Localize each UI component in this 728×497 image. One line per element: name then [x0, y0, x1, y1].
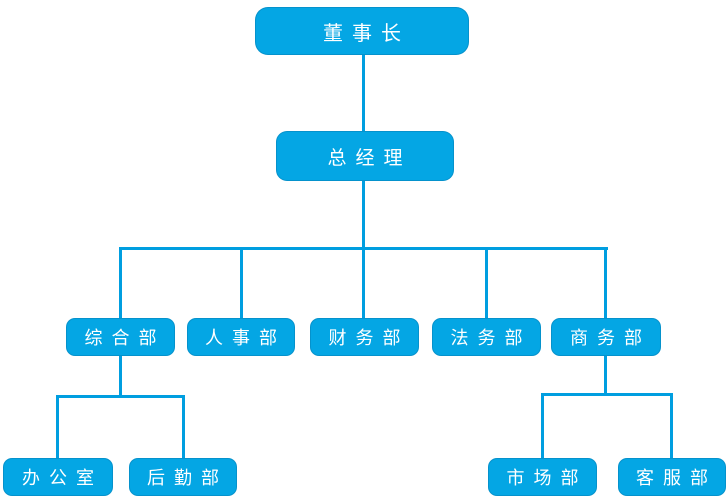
connector-gm-to-main-bus	[362, 180, 365, 249]
node-office: 办公室	[3, 458, 113, 496]
connector-drop-hr	[240, 247, 243, 319]
connector-drop-business	[604, 247, 607, 319]
node-logistics-dept: 后勤部	[129, 458, 237, 496]
node-finance-dept: 财务部	[310, 318, 419, 356]
node-customer-service-dept: 客服部	[618, 458, 726, 496]
connector-drop-finance	[362, 247, 365, 319]
node-chairman: 董事长	[255, 7, 469, 55]
connector-chairman-to-gm	[362, 55, 365, 132]
connector-drop-general-affairs	[119, 247, 122, 319]
node-marketing-dept: 市场部	[488, 458, 597, 496]
connector-business-to-sub-bus	[604, 356, 607, 395]
connector-drop-marketing	[541, 393, 544, 458]
connector-drop-legal	[485, 247, 488, 319]
connector-drop-office	[56, 395, 59, 458]
node-legal-dept: 法务部	[432, 318, 541, 356]
node-general-affairs-dept: 综合部	[66, 318, 175, 356]
connector-right-sub-bus	[541, 393, 673, 396]
connector-general-affairs-to-sub-bus	[119, 356, 122, 397]
node-business-dept: 商务部	[551, 318, 661, 356]
node-hr-dept: 人事部	[187, 318, 295, 356]
node-general-manager: 总经理	[276, 131, 454, 181]
connector-left-sub-bus	[56, 395, 185, 398]
connector-drop-logistics	[182, 395, 185, 458]
connector-drop-customer-service	[670, 393, 673, 458]
